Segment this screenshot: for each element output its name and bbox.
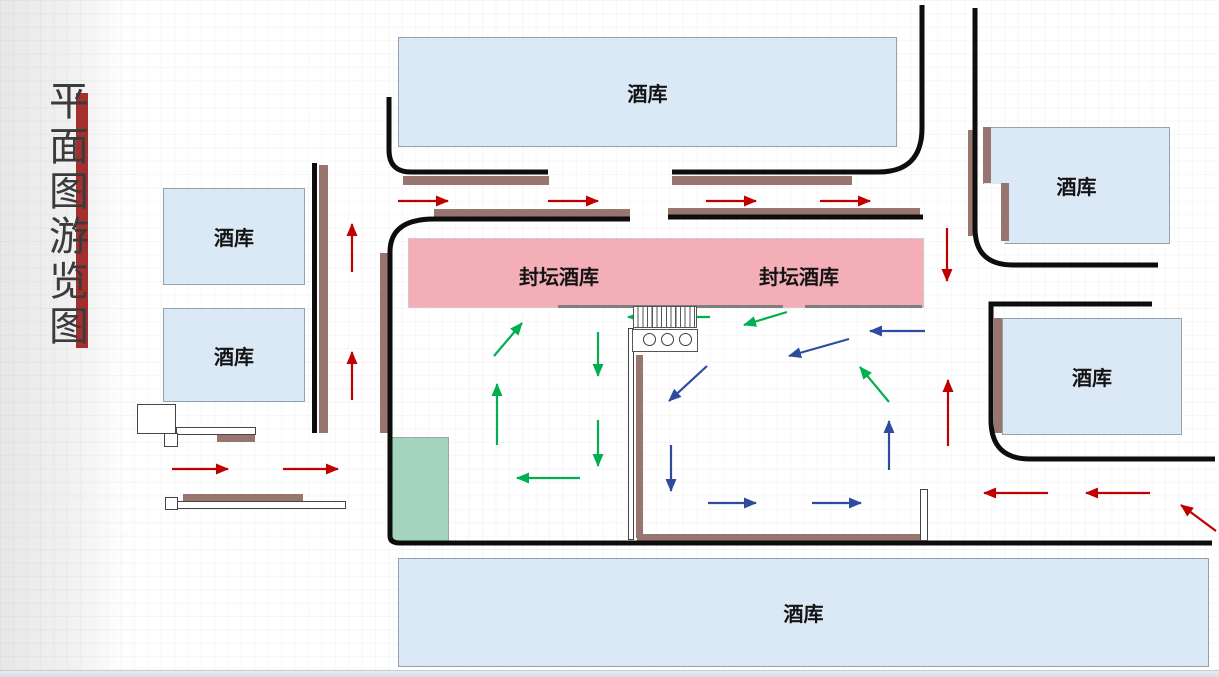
route-arrow-blue [668,365,708,402]
building-label: 酒库 [214,228,254,250]
building-label: 封坛酒库 [759,267,839,289]
slide-left-shading [0,0,140,677]
walkway-bar [403,176,549,185]
gate-post [165,497,178,510]
walkway-bar [672,176,852,185]
road-line [387,216,1212,546]
gate-post [164,433,178,447]
walkway-bar [380,253,388,433]
building-top-warehouse: 酒库 [398,37,897,147]
jar-display-box [632,329,698,352]
walkway-bar [217,435,255,442]
jar-circle [643,333,656,346]
title-accent-bar [76,93,88,348]
jar-circle [661,333,674,346]
building-label: 酒库 [627,83,668,106]
walkway-bar [319,165,328,433]
slide-bottom-edge [0,670,1219,677]
building-right-top-warehouse: 酒库 [983,127,1170,244]
walkway-bar [434,209,630,217]
route-arrow-green [743,310,788,327]
stairs-hatch [633,306,697,328]
route-arrow-green [859,366,890,403]
building-bottom-warehouse: 酒库 [398,558,1209,667]
road-line [972,8,1158,268]
road-line [672,5,925,175]
building-right-middle-warehouse: 酒库 [1002,318,1182,435]
road-line [988,301,1215,462]
gate-bar [176,501,346,509]
walkway-bar [637,534,922,541]
walkway-bar [1001,183,1009,241]
road-line [386,97,548,175]
gate-house [137,404,176,434]
building-label: 酒库 [1056,177,1097,199]
building-label: 封坛酒库 [519,267,599,289]
walkway-bar [636,355,643,538]
building-label: 酒库 [1072,368,1112,390]
walkway-bar [668,208,920,216]
tour-route-arrows [172,195,1217,532]
route-arrow-blue [788,337,850,359]
building-left-upper-warehouse: 酒库 [163,188,305,285]
page-title: 平面图游览图 [43,80,88,350]
green-area [391,437,449,542]
building-sealed-jar-warehouse: 封坛酒库 封坛酒库 [408,238,924,308]
wall-segment [920,489,928,541]
route-arrow-green [493,322,523,357]
walkway-bar [183,494,303,501]
gate-bar [176,427,256,435]
route-arrow-red [1180,504,1217,532]
corridor-wall [628,328,634,540]
building-left-lower-warehouse: 酒库 [163,308,305,402]
building-label: 酒库 [783,604,824,626]
roads [386,5,1215,546]
building-label: 酒库 [214,346,254,369]
jar-circle [679,333,692,346]
walkway-bar [968,130,976,236]
wall-line [805,305,922,308]
walkway-bar [983,127,991,183]
wall-bar [312,163,317,433]
walkway-bar [994,318,1002,433]
